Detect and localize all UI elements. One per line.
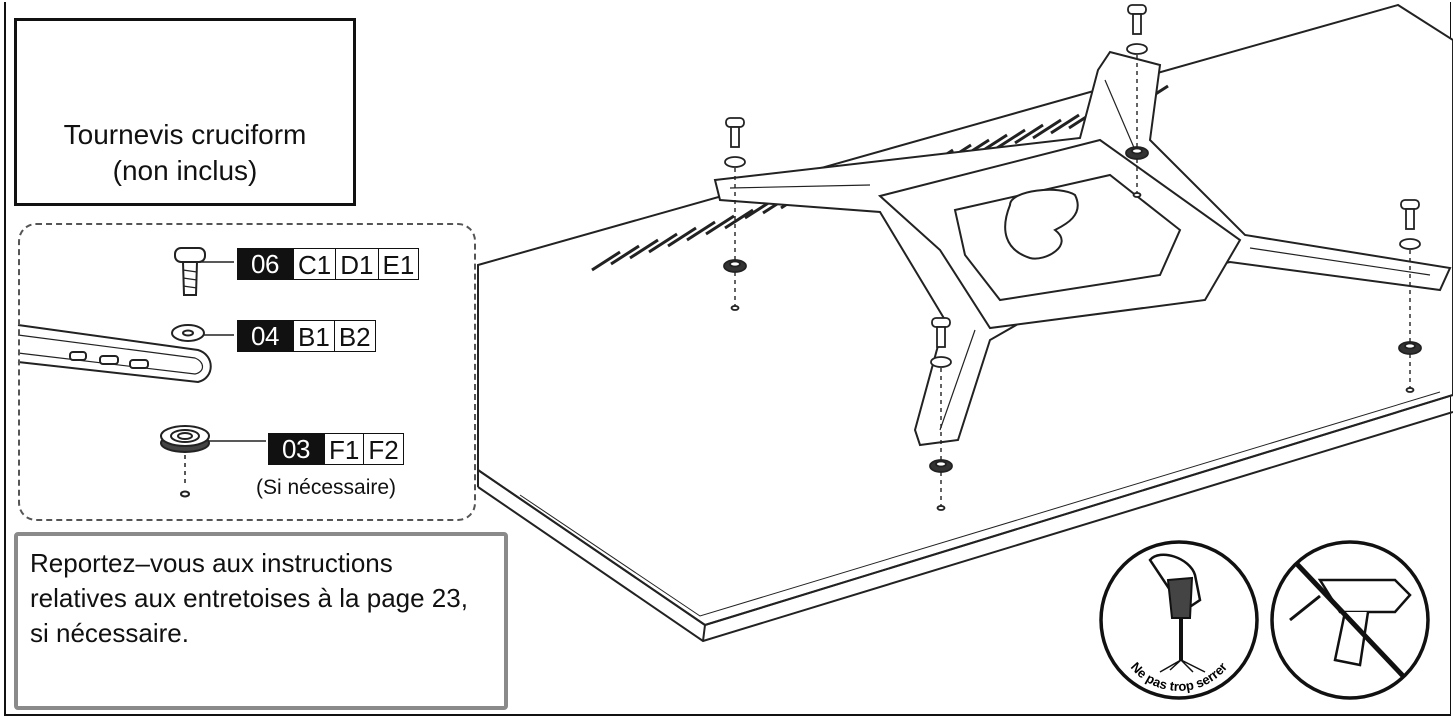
spacer-instructions-text: Reportez–vous aux instructions relatives… — [30, 548, 468, 648]
vent-slot — [996, 128, 1026, 150]
hand-screwdriver-icon: Ne pas trop serrer — [1099, 540, 1259, 700]
vent-slot — [667, 226, 697, 248]
part-06-label: 06 C1 D1 E1 — [237, 248, 420, 280]
part-spacer-icon — [160, 425, 266, 498]
part-number: 06 — [237, 248, 293, 280]
screw-washer-stack — [723, 117, 747, 311]
hardware-parts-box — [18, 223, 476, 521]
screw-stacks — [723, 4, 1422, 511]
vent-slot — [629, 238, 659, 260]
part-code: B1 — [293, 320, 335, 352]
part-code: B2 — [334, 320, 376, 352]
vent-slot — [648, 232, 678, 254]
vent-slot — [705, 214, 735, 236]
part-03-label: 03 F1 F2 — [268, 433, 404, 465]
screw-washer-stack — [929, 317, 953, 511]
part-number: 03 — [268, 433, 324, 465]
tool-requirement-box: Tournevis cruciform (non inclus) — [14, 18, 356, 206]
mounting-bracket — [713, 50, 1452, 447]
spacer-instructions-box: Reportez–vous aux instructions relatives… — [14, 532, 508, 710]
part-code: F2 — [364, 433, 404, 465]
part-code: D1 — [336, 248, 379, 280]
vent-slot — [724, 208, 754, 230]
part-washer-icon — [171, 324, 234, 342]
vent-slot — [610, 244, 640, 266]
screw-washer-stack — [1398, 199, 1422, 393]
part-code: C1 — [293, 248, 337, 280]
vent-slot — [591, 250, 621, 272]
part-screw-icon — [174, 247, 234, 296]
vent-slot — [1014, 123, 1044, 145]
no-power-drill-icon — [1270, 540, 1430, 700]
part-number: 04 — [237, 320, 293, 352]
part-code: E1 — [378, 248, 420, 280]
bracket-arm-detail — [17, 324, 212, 384]
part-03-note: (Si nécessaire) — [256, 476, 397, 499]
vent-slot — [686, 220, 716, 242]
vent-slot — [1050, 113, 1080, 135]
screw-washer-stack — [1125, 4, 1149, 198]
part-code: F1 — [324, 433, 365, 465]
part-04-label: 04 B1 B2 — [237, 320, 376, 352]
tool-name: Tournevis cruciform — [63, 119, 307, 150]
vent-slot — [1032, 118, 1062, 140]
tool-note: (non inclus) — [112, 155, 258, 186]
